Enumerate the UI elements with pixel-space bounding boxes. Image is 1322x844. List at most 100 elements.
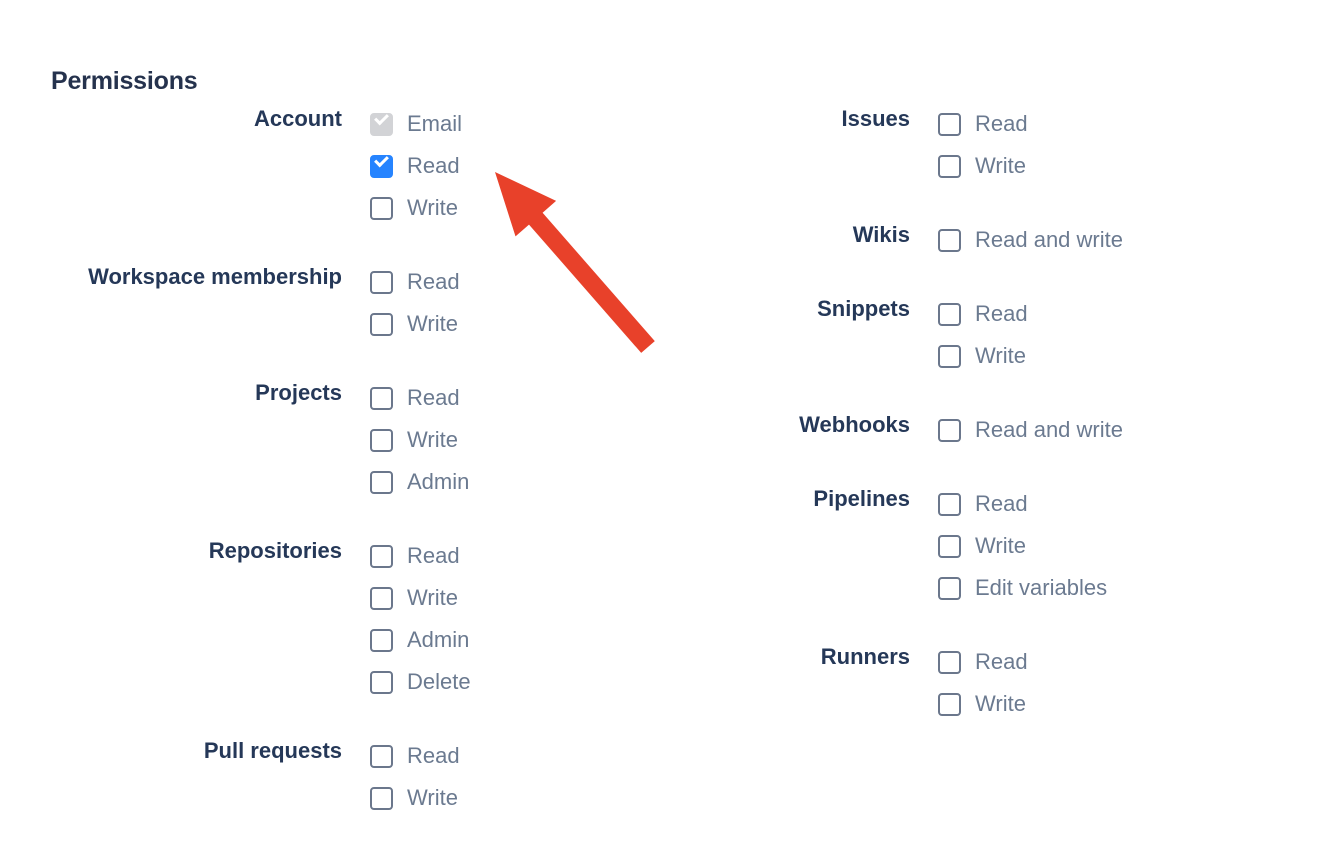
checkbox-unchecked[interactable]	[370, 586, 393, 610]
checkbox-unchecked[interactable]	[370, 786, 393, 810]
checkbox-unchecked[interactable]	[370, 386, 393, 410]
permission-group-label: Wikis	[852, 222, 910, 247]
permission-option-label: Read and write	[975, 227, 1123, 252]
checkbox-unchecked[interactable]	[370, 544, 393, 568]
permission-option-label: Read and write	[975, 417, 1123, 442]
permission-option-label: Read	[407, 153, 460, 178]
checkbox-unchecked[interactable]	[938, 302, 961, 326]
permission-option-row[interactable]: Write	[370, 303, 460, 345]
permission-option-row[interactable]: Read and write	[938, 409, 1123, 451]
checkbox-unchecked[interactable]	[938, 650, 961, 674]
permission-option-row[interactable]: Read	[938, 293, 1028, 335]
checkbox-unchecked[interactable]	[370, 628, 393, 652]
permission-option-row[interactable]: Email	[370, 103, 462, 145]
permission-option-row[interactable]: Write	[938, 145, 1028, 187]
permission-option-row[interactable]: Write	[938, 335, 1028, 377]
permission-group-label: Repositories	[208, 538, 342, 563]
permission-option-label: Write	[975, 343, 1026, 368]
permission-option-row[interactable]: Read	[938, 641, 1028, 683]
check-icon	[374, 152, 389, 167]
permission-group-label: Pipelines	[813, 486, 910, 511]
permission-option-label: Read	[975, 491, 1028, 516]
checkbox-unchecked[interactable]	[370, 196, 393, 220]
permission-option-row[interactable]: Write	[370, 187, 462, 229]
permission-option-label: Write	[975, 691, 1026, 716]
permission-option-label: Admin	[407, 469, 470, 494]
permission-option-row[interactable]: Write	[370, 777, 460, 819]
permission-option-row[interactable]: Read	[938, 483, 1107, 525]
page-title: Permissions	[51, 66, 198, 95]
permission-option-label: Read	[975, 111, 1028, 136]
permission-group-label: Projects	[255, 380, 342, 405]
permission-option-label: Write	[975, 153, 1026, 178]
permission-option-row[interactable]: Write	[370, 419, 469, 461]
permission-group-label: Workspace membership	[88, 264, 342, 289]
permission-option-row[interactable]: Delete	[370, 661, 471, 703]
checkbox-unchecked[interactable]	[370, 470, 393, 494]
checkbox-unchecked[interactable]	[370, 270, 393, 294]
permission-option-label: Write	[407, 427, 458, 452]
checkbox-unchecked[interactable]	[938, 112, 961, 136]
permission-group-label: Snippets	[817, 296, 910, 321]
checkbox-unchecked[interactable]	[938, 692, 961, 716]
permission-option-list: Read and write	[910, 409, 1123, 451]
checkbox-disabled-checked	[370, 110, 393, 136]
checkbox-unchecked[interactable]	[370, 312, 393, 336]
permission-group: Webhooks Read and write	[570, 409, 1123, 451]
checkbox-unchecked[interactable]	[938, 534, 961, 558]
permission-option-row[interactable]: Read	[370, 377, 469, 419]
permission-option-row[interactable]: Read and write	[938, 219, 1123, 261]
permission-option-label: Write	[407, 311, 458, 336]
checkbox-unchecked[interactable]	[370, 670, 393, 694]
permission-option-row[interactable]: Edit variables	[938, 567, 1107, 609]
permission-option-row[interactable]: Admin	[370, 619, 471, 661]
permission-option-row[interactable]: Write	[938, 525, 1107, 567]
checkbox-unchecked[interactable]	[938, 154, 961, 178]
permission-group-label: Pull requests	[203, 738, 342, 763]
checkbox-unchecked[interactable]	[938, 344, 961, 368]
permission-group-label: Runners	[820, 644, 910, 669]
permission-option-label: Write	[407, 785, 458, 810]
checkbox-unchecked[interactable]	[938, 492, 961, 516]
checkbox-unchecked[interactable]	[938, 228, 961, 252]
permission-group-label: Webhooks	[799, 412, 910, 437]
check-icon	[374, 110, 389, 125]
permission-option-row[interactable]: Read	[370, 261, 460, 303]
permission-option-list: Read and write	[910, 219, 1123, 261]
checkbox-unchecked[interactable]	[370, 744, 393, 768]
permission-option-label: Read	[407, 543, 460, 568]
permission-option-label: Admin	[407, 627, 470, 652]
permission-option-label: Edit variables	[975, 575, 1108, 600]
checkbox-unchecked[interactable]	[370, 428, 393, 452]
permission-option-row[interactable]: Read	[370, 535, 471, 577]
permission-option-row[interactable]: Read	[370, 735, 460, 777]
permission-option-label: Read	[407, 743, 460, 768]
checkbox-unchecked[interactable]	[938, 418, 961, 442]
checkbox-unchecked[interactable]	[938, 576, 961, 600]
permission-option-row[interactable]: Write	[938, 683, 1028, 725]
checkbox-checked[interactable]	[370, 152, 393, 178]
permission-option-row[interactable]: Admin	[370, 461, 469, 503]
permission-option-label: Delete	[407, 669, 471, 694]
permission-option-label: Read	[975, 649, 1028, 674]
permission-option-row[interactable]: Read	[938, 103, 1028, 145]
permission-option-row[interactable]: Read	[370, 145, 462, 187]
permission-option-row[interactable]: Write	[370, 577, 471, 619]
permission-option-label: Read	[407, 385, 460, 410]
permission-group-label: Issues	[841, 106, 911, 131]
